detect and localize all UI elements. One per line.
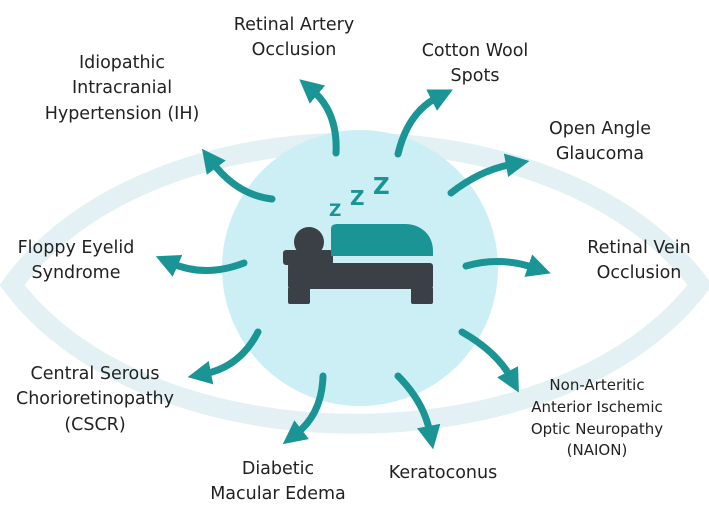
sleep-z-small: Z bbox=[329, 201, 341, 221]
arrow-keratoconus bbox=[394, 372, 441, 450]
label-line: Syndrome bbox=[31, 263, 121, 284]
label-line: Floppy Eyelid bbox=[17, 238, 135, 258]
label-line: Central Serous bbox=[30, 364, 160, 384]
arrow-open-angle-glaucoma bbox=[447, 153, 530, 197]
arrow-retinal-vein-occlusion bbox=[462, 254, 551, 277]
label-line: Optic Neuropathy bbox=[530, 419, 664, 438]
label-idiopathic-intracranial-hypertension: Idiopathic Intracranial Hypertension (IH… bbox=[45, 51, 200, 127]
label-line: Non-Arteritic bbox=[549, 376, 645, 394]
label-line: Open Angle bbox=[548, 119, 652, 139]
label-open-angle-glaucoma: Open Angle Glaucoma bbox=[549, 117, 651, 168]
label-diabetic-macular-edema: Diabetic Macular Edema bbox=[210, 457, 346, 508]
label-floppy-eyelid-syndrome: Floppy Eyelid Syndrome bbox=[18, 236, 135, 287]
label-line: Keratoconus bbox=[388, 463, 498, 483]
label-line: Retinal Vein bbox=[587, 238, 691, 258]
label-line: Diabetic bbox=[241, 459, 315, 479]
label-line: Spots bbox=[450, 66, 500, 87]
label-line: Chorioretinopathy bbox=[15, 389, 175, 410]
arrow-idiopathic-intracranial-hypertension bbox=[201, 148, 276, 203]
label-line: Occlusion bbox=[596, 263, 682, 284]
arrow-diabetic-macular-edema bbox=[282, 372, 327, 445]
label-line: Idiopathic bbox=[78, 53, 166, 73]
label-naion: Non-Arteritic Anterior Ischemic Optic Ne… bbox=[531, 375, 663, 462]
label-line: Glaucoma bbox=[555, 144, 645, 165]
label-keratoconus: Keratoconus bbox=[389, 461, 498, 486]
label-line: Occlusion bbox=[251, 40, 337, 61]
label-line: (NAION) bbox=[566, 441, 628, 460]
label-cscr: Central Serous Chorioretinopathy (CSCR) bbox=[16, 362, 174, 438]
arrow-retinal-artery-occlusion bbox=[299, 79, 340, 157]
sleep-z-large: Z bbox=[373, 174, 390, 200]
arrow-cotton-wool-spots bbox=[394, 89, 453, 158]
sleeping-person-bed-icon bbox=[283, 224, 433, 304]
arrow-cscr bbox=[187, 328, 262, 385]
label-retinal-artery-occlusion: Retinal Artery Occlusion bbox=[234, 13, 354, 64]
label-line: Hypertension (IH) bbox=[44, 103, 200, 124]
arrow-floppy-eyelid-syndrome bbox=[155, 254, 248, 277]
label-line: Macular Edema bbox=[210, 484, 346, 505]
label-line: Intracranial bbox=[71, 78, 173, 99]
label-line: Anterior Ischemic bbox=[531, 397, 663, 416]
label-retinal-vein-occlusion: Retinal Vein Occlusion bbox=[587, 236, 690, 287]
label-line: Cotton Wool bbox=[421, 41, 529, 61]
label-line: (CSCR) bbox=[64, 414, 126, 435]
label-line: Retinal Artery bbox=[233, 15, 355, 35]
arrow-naion bbox=[458, 328, 519, 393]
sleep-z-medium: Z bbox=[350, 186, 365, 210]
label-cotton-wool-spots: Cotton Wool Spots bbox=[422, 39, 529, 90]
